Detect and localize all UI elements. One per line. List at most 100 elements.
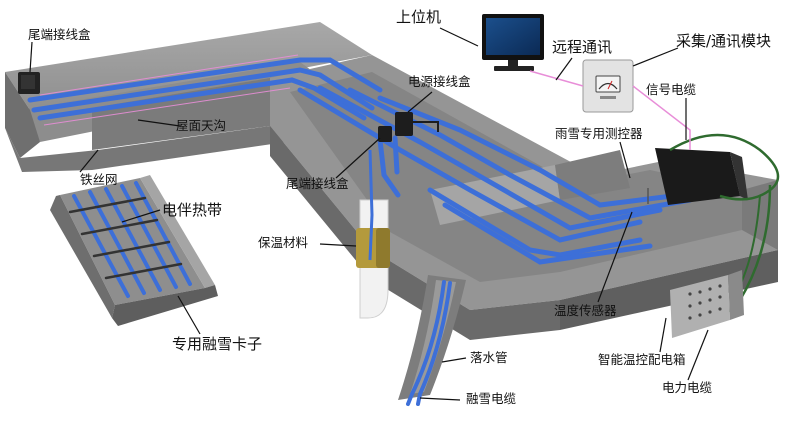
leader-power-cable [687,329,709,381]
tray-right-wall [140,175,215,288]
label-remote-comm: 远程通讯 [552,38,613,56]
leader-lines [29,27,709,401]
vent-hole [688,292,692,296]
leader-smart-box [659,317,667,353]
power-box-cable [413,121,439,132]
leader-tail-box-top [29,41,33,73]
module-indicator [600,96,616,99]
vent-hole [688,316,692,320]
gutter-left-inner-wall [92,78,270,150]
leader-host-pc [439,27,479,47]
label-downpipe: 落水管 [470,350,508,365]
leader-remote-comm [555,57,573,81]
cable-run-3 [37,77,367,121]
label-smart-box: 智能温控配电箱 [598,352,686,367]
vent-hole [718,295,722,299]
tray-clips [68,196,183,280]
pink-line-a [39,54,299,96]
cable-run-7 [377,95,723,208]
module-needle [607,80,613,90]
cable-run-4 [297,87,643,243]
label-tail-box-mid: 尾端接线盒 [286,176,349,191]
monitor-base [494,66,534,71]
vent-hole [708,298,712,302]
module-gauge [598,82,618,90]
leader-wire-mesh [79,149,99,173]
downpipe [398,275,466,406]
tray-left-wall [50,195,115,318]
cable-run-9 [442,202,653,265]
snow-clip-bar [104,262,183,280]
host-computer [482,14,544,71]
leader-temp-sensor [597,211,633,303]
tail-box-mid-body [378,126,392,142]
control-box-holes [688,284,722,320]
vent-hole [698,290,702,294]
tray-cable [72,194,130,298]
monitor-neck [508,60,518,66]
smart-control-box [670,270,744,338]
tail-box-top-face [21,75,35,89]
leader-tail-box-mid [335,137,381,179]
pink-line-b [43,87,291,126]
pink-guide-lines [39,54,299,126]
leader-downpipe [441,357,467,363]
label-collect-module: 采集/通讯模块 [676,32,772,50]
vent-hole [688,304,692,308]
gutter-left-slab [5,126,300,172]
gutter-main-front [270,126,560,340]
cable-run-5 [317,85,663,231]
vent-hole [718,284,722,288]
label-snow-cable: 融雪电缆 [466,391,517,406]
snow-melting-tray [50,175,218,326]
label-signal-cable: 信号电缆 [646,82,697,97]
label-temp-sensor: 温度传感器 [554,303,617,318]
leader-power-box [407,91,433,113]
leader-snow-clip [177,295,201,335]
downpipe-cable-2 [416,281,452,406]
power-box-body [395,112,413,136]
label-heat-tape: 电伴热带 [162,201,223,219]
cable-run-10 [377,137,401,198]
leader-heat-tape [121,209,161,223]
tray-cable [104,187,162,292]
tray-cable [120,184,178,289]
tail-junction-box-top [18,72,40,94]
monitor-screen [486,18,540,55]
heating-cables-roof [27,57,723,265]
leader-roof-gutter [137,119,181,127]
label-detector: 雨雪专用测控器 [555,126,643,141]
detector-housing [655,148,740,205]
cable-run-2 [31,67,375,113]
gutter-left-front [5,72,40,158]
cable-run-1 [27,57,383,103]
insulated-pipe [356,149,390,319]
green-signal-loop [669,133,780,201]
collection-module [582,59,634,113]
label-tail-box-top: 尾端接线盒 [28,27,91,42]
snow-clip-bar [80,218,159,236]
snow-clip-bar [92,240,171,258]
vent-hole [718,307,722,311]
gutter-right-front [560,250,778,330]
label-power-cable: 电力电缆 [662,380,713,395]
label-power-box: 电源接线盒 [408,74,471,89]
insulation-wrap-shade [376,228,390,268]
tray-cable [88,190,146,295]
tray-cable [134,181,192,286]
cable-run-11 [392,135,400,175]
label-roof-gutter: 屋面天沟 [176,118,227,133]
insulated-pipe-cable [368,149,374,261]
tray-cables [72,181,192,298]
vent-hole [708,310,712,314]
rain-snow-detector-unit [647,133,780,321]
label-wire-mesh: 铁丝网 [80,172,118,187]
cable-run-8 [427,187,643,258]
label-host-pc: 上位机 [396,8,442,26]
leader-snow-cable [419,397,461,401]
vent-hole [698,301,702,305]
label-insulation: 保温材料 [258,235,309,250]
link-module-detector [632,85,691,150]
